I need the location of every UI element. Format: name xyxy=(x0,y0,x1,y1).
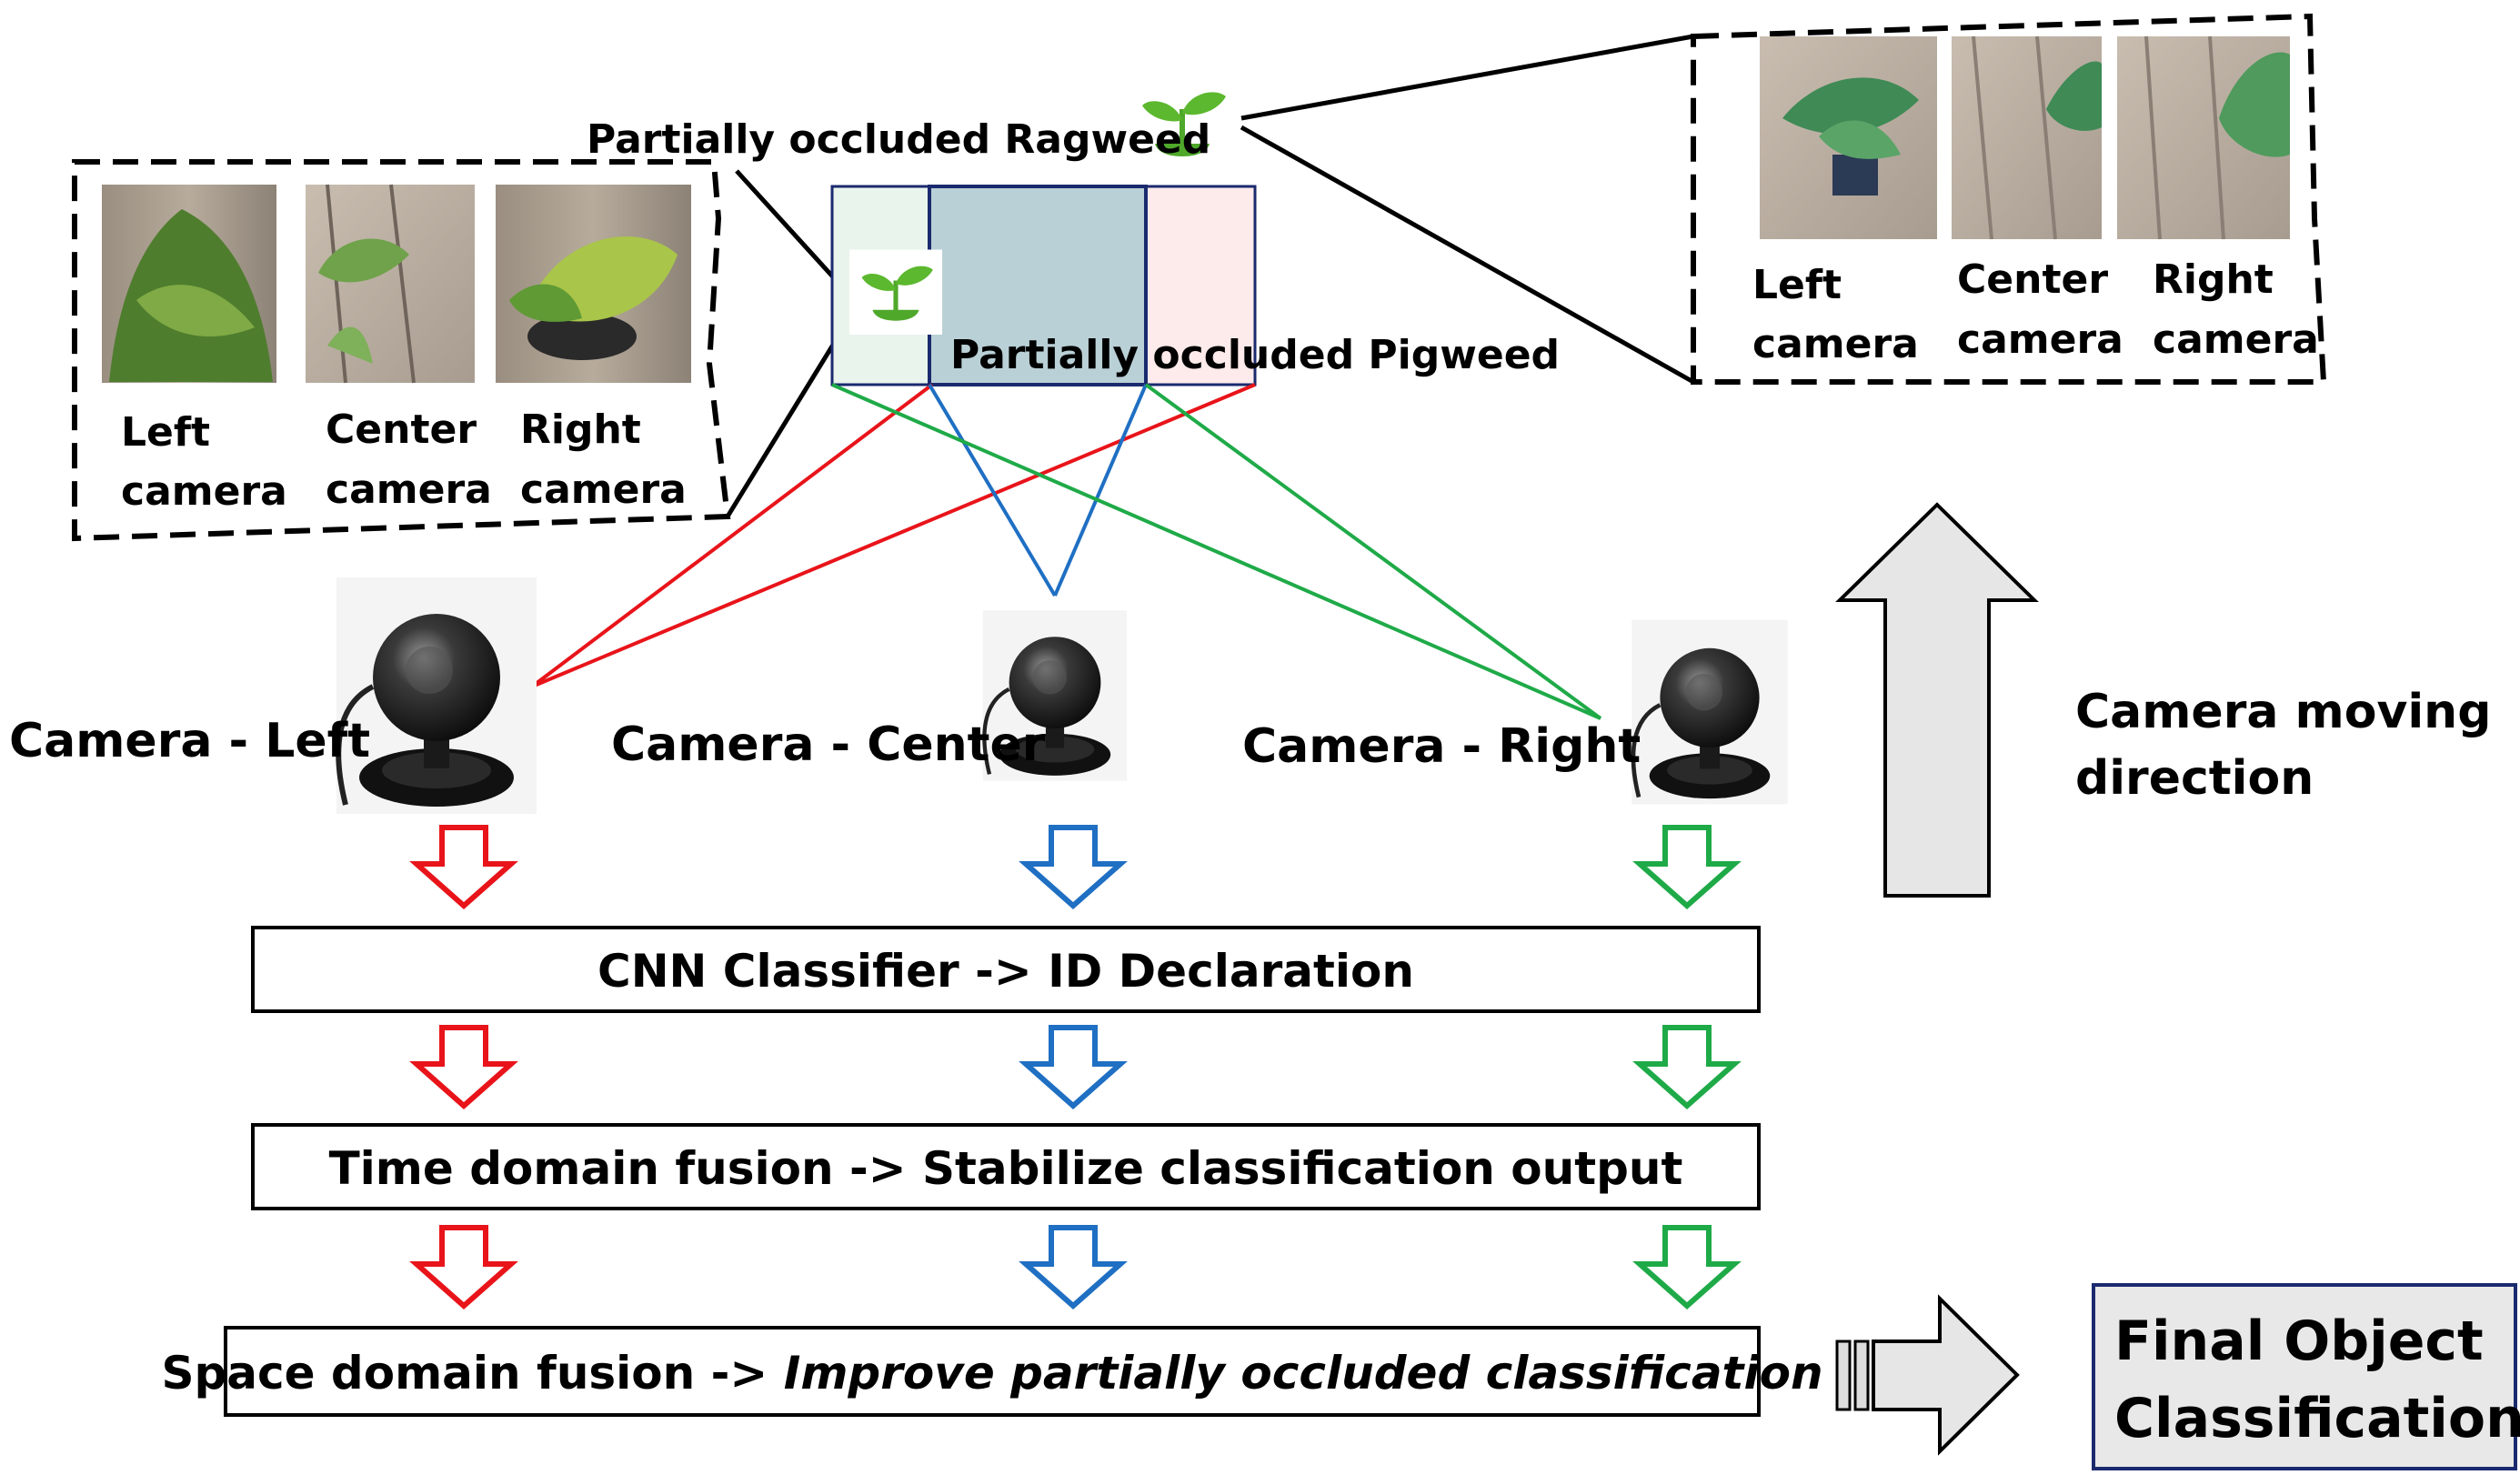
left-panel-right-label-2: camera xyxy=(520,467,687,513)
direction-label-1: Camera moving xyxy=(2075,685,2491,739)
left-panel-frame xyxy=(72,159,731,542)
hollow-down-arrow-icon xyxy=(1026,828,1120,906)
hollow-down-arrow-icon xyxy=(417,828,511,906)
right-panel-center-photo xyxy=(1952,35,2102,240)
right-callout-line-bottom xyxy=(1240,125,1695,385)
sight-lines xyxy=(530,383,1602,720)
hollow-down-arrow-icon xyxy=(1640,1228,1734,1306)
sprout-icon-small xyxy=(849,249,942,335)
left-panel-right-photo xyxy=(496,185,691,383)
space-fusion-emphasis: Improve partially occluded classificatio… xyxy=(784,1347,1823,1400)
right-view-panel: Left camera Center camera Right camera xyxy=(1691,13,2327,385)
left-callout-line-2 xyxy=(735,169,848,293)
pigweed-label: Partially occluded Pigweed xyxy=(950,332,1560,378)
right-panel-left-photo xyxy=(1760,36,1937,239)
down-arrows xyxy=(417,828,1734,1306)
camera-center-label: Camera - Center xyxy=(611,717,1046,772)
left-panel-center-photo xyxy=(306,184,475,384)
left-panel-left-label-2: camera xyxy=(121,468,287,515)
hollow-down-arrow-icon xyxy=(1640,828,1734,906)
right-panel-right-photo xyxy=(2117,35,2290,240)
space-fusion-label: Space domain fusion -> Improve partially… xyxy=(161,1347,1822,1400)
right-callout-line-top xyxy=(1240,34,1694,121)
webcam-icon-right xyxy=(1631,620,1788,805)
right-panel-left-label-1: Left xyxy=(1752,262,1842,308)
left-panel-left-photo xyxy=(102,185,276,383)
left-panel-center-label-2: camera xyxy=(326,467,492,513)
left-fov-outline xyxy=(830,185,1257,386)
final-classification-box: Final Object Classification xyxy=(2092,1283,2520,1470)
left-panel-right-label-1: Right xyxy=(520,406,641,453)
space-fusion-prefix: Space domain fusion -> xyxy=(161,1347,783,1400)
final-label-2: Classification xyxy=(2114,1387,2520,1450)
right-panel-frame xyxy=(1691,13,2327,385)
time-fusion-stage: Time domain fusion -> Stabilize classifi… xyxy=(251,1123,1761,1210)
final-label-1: Final Object xyxy=(2114,1309,2484,1373)
hollow-down-arrow-icon xyxy=(417,1028,511,1106)
left-view-panel: Left camera Center camera Right camera xyxy=(72,159,731,542)
right-arrow-icon xyxy=(1835,1294,2020,1456)
hollow-down-arrow-icon xyxy=(1640,1028,1734,1106)
webcam-icon-left xyxy=(336,577,537,814)
hollow-down-arrow-icon xyxy=(1026,1228,1120,1306)
big-up-arrow-icon xyxy=(1835,502,2039,898)
right-panel-center-label-1: Center xyxy=(1957,256,2108,303)
left-panel-center-label-1: Center xyxy=(326,406,477,453)
hollow-down-arrow-icon xyxy=(417,1228,511,1306)
right-panel-right-label-2: camera xyxy=(2153,316,2319,363)
camera-right-label: Camera - Right xyxy=(1242,719,1641,774)
cnn-stage: CNN Classifier -> ID Declaration xyxy=(251,926,1761,1013)
direction-label-2: direction xyxy=(2075,751,2314,806)
cnn-stage-label: CNN Classifier -> ID Declaration xyxy=(597,945,1414,998)
space-fusion-stage: Space domain fusion -> Improve partially… xyxy=(161,1326,1823,1417)
right-panel-left-label-2: camera xyxy=(1752,321,1919,367)
left-panel-left-label-1: Left xyxy=(121,409,210,456)
time-fusion-label: Time domain fusion -> Stabilize classifi… xyxy=(329,1142,1683,1195)
hollow-down-arrow-icon xyxy=(1026,1028,1120,1106)
right-panel-center-label-2: camera xyxy=(1957,316,2123,363)
ragweed-label: Partially occluded Ragweed xyxy=(587,116,1210,163)
right-panel-right-label-1: Right xyxy=(2153,256,2274,303)
camera-left-label: Camera - Left xyxy=(9,714,370,768)
